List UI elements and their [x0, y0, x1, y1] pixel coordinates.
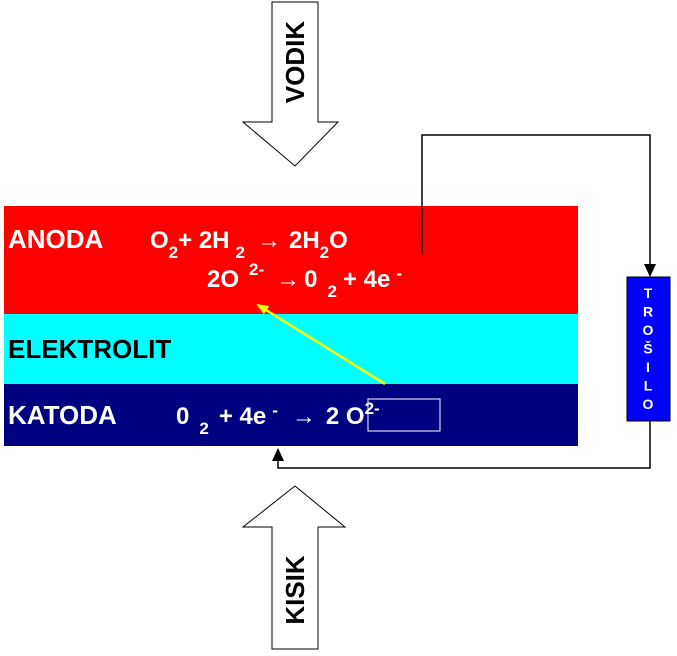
load-letter: I: [646, 359, 650, 375]
load-letter: R: [643, 304, 653, 320]
hydrogen-input-arrow: [241, 1, 340, 167]
load-letter: L: [644, 378, 653, 394]
anode-label: ANODA: [8, 224, 104, 254]
circuit-arrow-down: [644, 264, 656, 277]
load-letter: O: [643, 396, 654, 412]
load-box: [626, 276, 671, 422]
load-letter: Š: [643, 340, 652, 357]
anode-layer: [4, 206, 578, 314]
cathode-layer: [4, 384, 578, 446]
load-letter: O: [643, 322, 654, 338]
hydrogen-label: VODIK: [280, 21, 310, 104]
oxygen-input-arrow: [241, 485, 347, 650]
circuit-wire-top: [421, 134, 651, 268]
circuit-wire-bottom: [277, 421, 651, 469]
circuit-arrow-up: [272, 448, 284, 461]
cathode-label: KATODA: [8, 400, 117, 430]
oxygen-label: KISIK: [280, 555, 310, 625]
product-highlight-box: [367, 398, 441, 432]
load-letter: T: [644, 285, 653, 301]
ion-migration-arrow: [256, 303, 386, 386]
electrolyte-label: ELEKTROLIT: [8, 334, 171, 364]
